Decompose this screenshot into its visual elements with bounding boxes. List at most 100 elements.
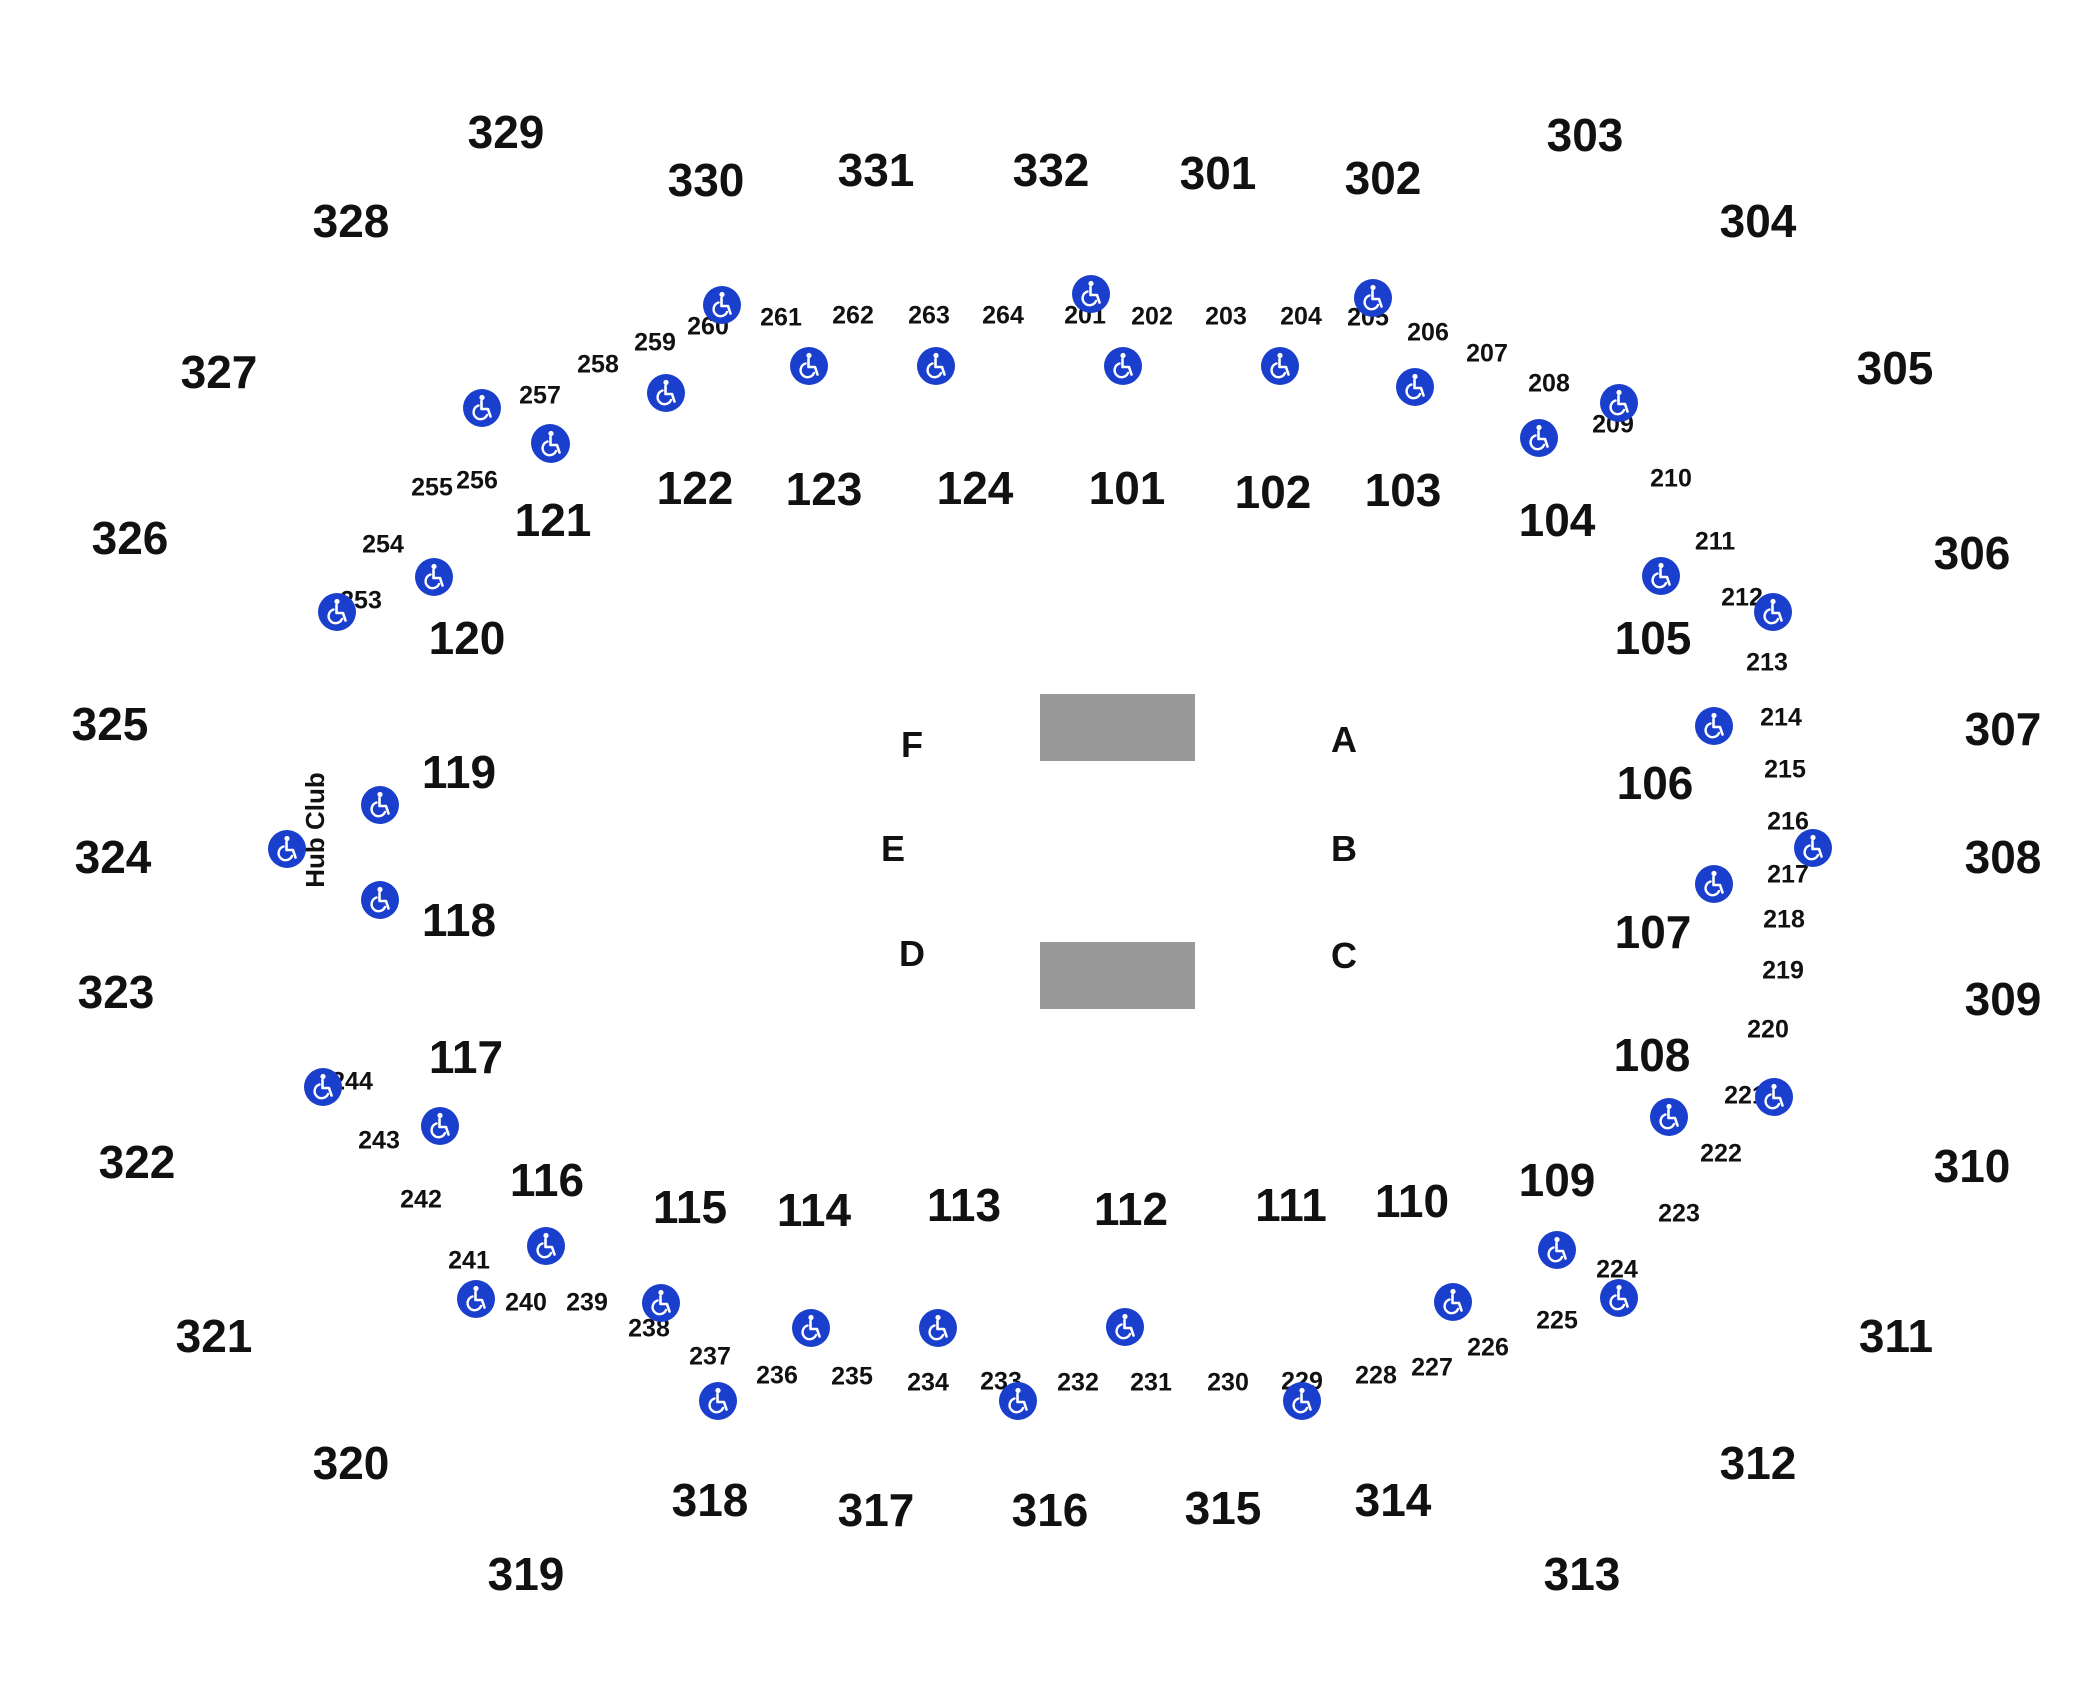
section-320[interactable]: 320 [312,1437,390,1489]
section-207[interactable]: 207 [1466,339,1508,368]
section-264[interactable]: 264 [982,301,1024,330]
section-208[interactable]: 208 [1528,369,1570,398]
section-237[interactable]: 237 [689,1342,731,1371]
section-243[interactable]: 243 [358,1126,400,1155]
section-123[interactable]: 123 [785,463,863,515]
section-234[interactable]: 234 [907,1368,949,1397]
section-122[interactable]: 122 [656,462,734,514]
section-314[interactable]: 314 [1354,1474,1432,1526]
section-319[interactable]: 319 [487,1548,565,1600]
section-323[interactable]: 323 [77,966,155,1018]
section-236[interactable]: 236 [756,1361,798,1390]
section-259[interactable]: 259 [634,328,676,357]
section-218[interactable]: 218 [1763,905,1805,934]
section-116[interactable]: 116 [509,1154,585,1206]
section-307[interactable]: 307 [1964,703,2042,755]
section-331[interactable]: 331 [837,144,915,196]
section-225[interactable]: 225 [1536,1306,1578,1335]
section-258[interactable]: 258 [577,350,619,379]
section-217[interactable]: 217 [1767,860,1809,889]
section-118[interactable]: 118 [421,894,497,946]
section-107[interactable]: 107 [1614,906,1692,958]
section-124[interactable]: 124 [936,462,1014,514]
floor-section-a[interactable]: A [1331,719,1357,760]
section-105[interactable]: 105 [1614,612,1692,664]
section-304[interactable]: 304 [1719,195,1797,247]
section-327[interactable]: 327 [180,346,258,398]
section-263[interactable]: 263 [908,301,950,330]
section-305[interactable]: 305 [1856,342,1934,394]
floor-section-d[interactable]: D [899,933,925,974]
section-308[interactable]: 308 [1964,831,2042,883]
section-211[interactable]: 211 [1694,527,1736,556]
section-220[interactable]: 220 [1747,1015,1789,1044]
section-235[interactable]: 235 [831,1362,873,1391]
section-262[interactable]: 262 [832,301,874,330]
section-326[interactable]: 326 [91,512,169,564]
section-203[interactable]: 203 [1205,302,1247,331]
section-114[interactable]: 114 [776,1184,852,1236]
section-301[interactable]: 301 [1179,147,1257,199]
section-240[interactable]: 240 [505,1288,547,1317]
section-224[interactable]: 224 [1596,1255,1638,1284]
section-303[interactable]: 303 [1546,109,1624,161]
section-324[interactable]: 324 [74,831,152,883]
section-230[interactable]: 230 [1207,1368,1249,1397]
section-223[interactable]: 223 [1658,1199,1700,1228]
section-309[interactable]: 309 [1964,973,2042,1025]
section-332[interactable]: 332 [1012,144,1090,196]
section-313[interactable]: 313 [1543,1548,1621,1600]
section-219[interactable]: 219 [1762,956,1804,985]
section-322[interactable]: 322 [98,1136,176,1188]
section-104[interactable]: 104 [1518,494,1596,546]
section-110[interactable]: 110 [1374,1175,1450,1227]
section-113[interactable]: 113 [926,1179,1002,1231]
section-302[interactable]: 302 [1344,152,1422,204]
floor-section-c[interactable]: C [1331,935,1357,976]
section-329[interactable]: 329 [467,106,545,158]
section-239[interactable]: 239 [566,1288,608,1317]
section-315[interactable]: 315 [1184,1482,1262,1534]
section-109[interactable]: 109 [1518,1154,1596,1206]
section-112[interactable]: 112 [1093,1183,1169,1235]
section-117[interactable]: 117 [428,1031,504,1083]
section-318[interactable]: 318 [671,1474,749,1526]
section-256[interactable]: 256 [456,466,498,495]
section-121[interactable]: 121 [514,494,592,546]
section-115[interactable]: 115 [652,1181,728,1233]
section-101[interactable]: 101 [1088,462,1166,514]
section-241[interactable]: 241 [448,1246,490,1275]
section-119[interactable]: 119 [421,746,497,798]
section-215[interactable]: 215 [1764,755,1806,784]
section-231[interactable]: 231 [1130,1368,1172,1397]
section-222[interactable]: 222 [1700,1139,1742,1168]
section-216[interactable]: 216 [1767,807,1809,836]
section-227[interactable]: 227 [1411,1353,1453,1382]
section-310[interactable]: 310 [1933,1140,2011,1192]
section-108[interactable]: 108 [1613,1029,1691,1081]
section-214[interactable]: 214 [1760,703,1802,732]
section-325[interactable]: 325 [71,698,149,750]
section-311[interactable]: 311 [1858,1310,1934,1362]
section-226[interactable]: 226 [1467,1333,1509,1362]
section-228[interactable]: 228 [1355,1361,1397,1390]
section-102[interactable]: 102 [1234,466,1312,518]
section-206[interactable]: 206 [1407,318,1449,347]
section-111[interactable]: 111 [1255,1179,1327,1231]
section-213[interactable]: 213 [1746,648,1788,677]
section-330[interactable]: 330 [667,154,745,206]
section-210[interactable]: 210 [1650,464,1692,493]
section-316[interactable]: 316 [1011,1484,1089,1536]
section-242[interactable]: 242 [400,1185,442,1214]
section-254[interactable]: 254 [362,530,404,559]
floor-section-f[interactable]: F [901,724,923,765]
section-232[interactable]: 232 [1057,1368,1099,1397]
section-321[interactable]: 321 [175,1310,253,1362]
section-328[interactable]: 328 [312,195,390,247]
floor-section-e[interactable]: E [880,828,906,869]
section-312[interactable]: 312 [1719,1437,1797,1489]
section-261[interactable]: 261 [760,303,802,332]
section-202[interactable]: 202 [1131,302,1173,331]
section-317[interactable]: 317 [837,1484,915,1536]
section-306[interactable]: 306 [1933,527,2011,579]
